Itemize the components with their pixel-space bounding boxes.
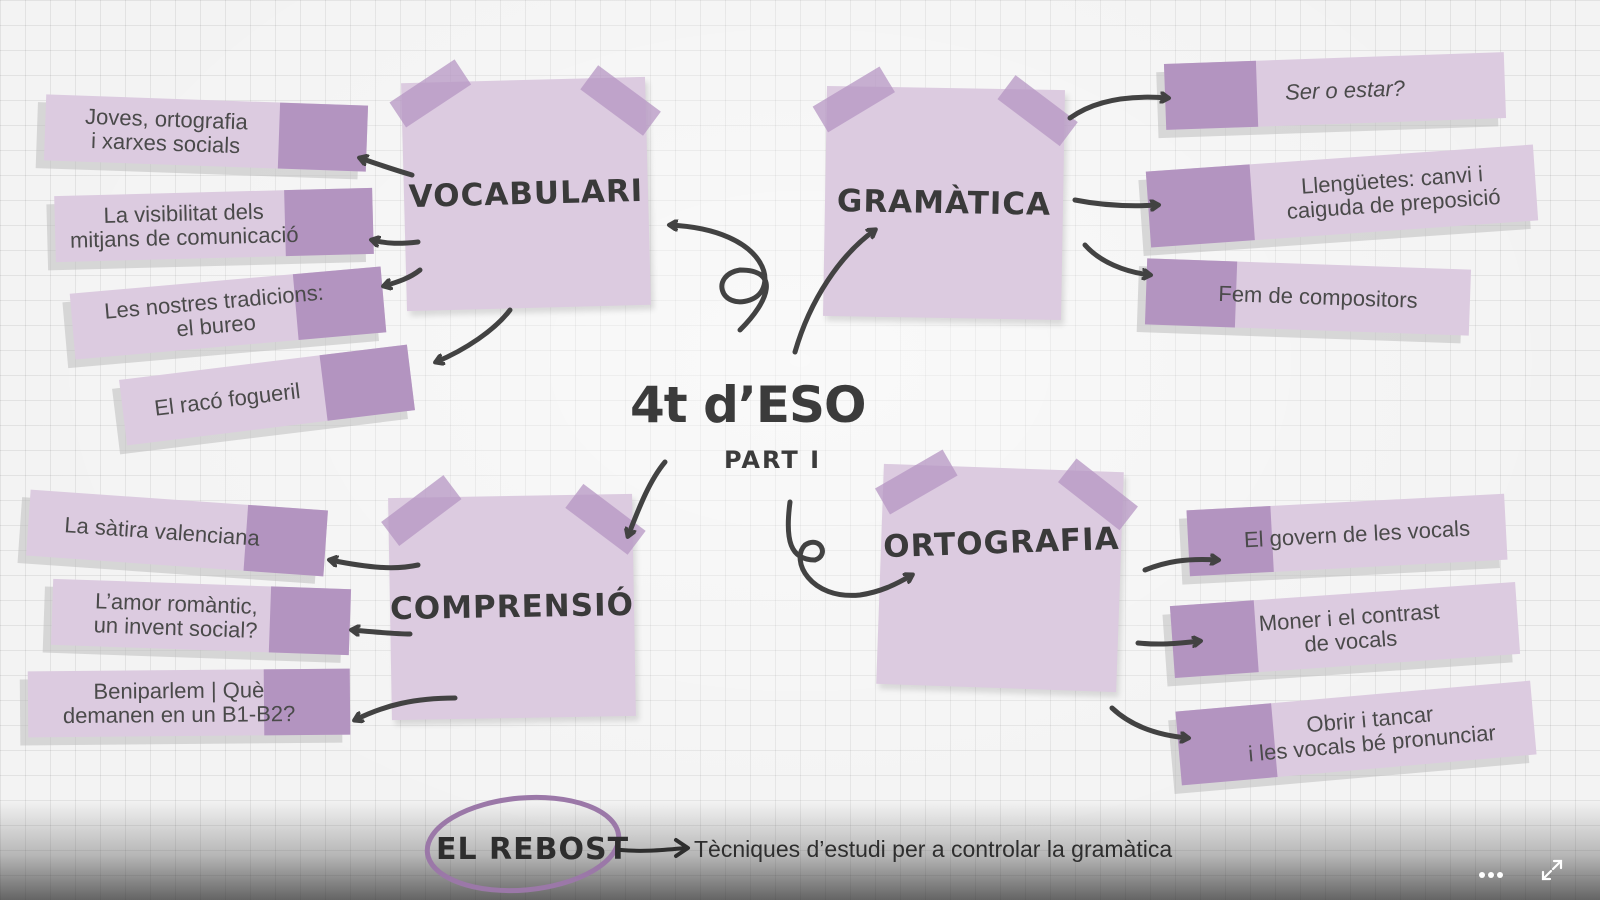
more-dots-icon[interactable] [1478,858,1504,886]
arrow-right-icon [619,838,690,858]
fullscreen-icon[interactable] [1540,858,1564,888]
bottom-toolbar [0,800,1600,900]
center-subtitle: PART I [724,446,822,474]
rebost-description: Tècniques d’estudi per a controlar la gr… [694,836,1173,862]
center-title: 4t d’ESO [630,376,867,434]
rebost-circle [424,794,622,894]
rebost-link[interactable]: EL REBOST [436,832,630,867]
